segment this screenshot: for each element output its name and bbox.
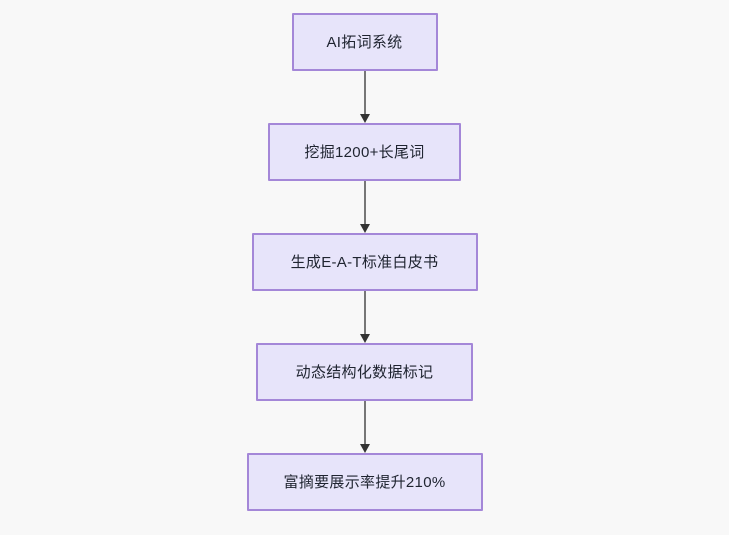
arrow-down-icon xyxy=(359,334,370,343)
connector-line xyxy=(363,181,366,225)
arrow-down-icon xyxy=(359,114,370,123)
flow-node-ai-keyword-system[interactable]: AI拓词系统 xyxy=(291,13,438,71)
flow-node-rich-snippet-result[interactable]: 富摘要展示率提升210% xyxy=(246,453,483,511)
flow-node-label: AI拓词系统 xyxy=(326,33,403,51)
arrow-down-icon xyxy=(359,224,370,233)
connector-line xyxy=(363,71,366,115)
flow-connector-1 xyxy=(358,71,372,123)
connector-line xyxy=(363,401,366,445)
connector-line xyxy=(363,291,366,335)
flow-connector-2 xyxy=(358,181,372,233)
flow-node-label: 挖掘1200+长尾词 xyxy=(304,143,425,161)
arrow-down-icon xyxy=(359,444,370,453)
flow-node-label: 富摘要展示率提升210% xyxy=(283,473,446,491)
flow-node-structured-data-markup[interactable]: 动态结构化数据标记 xyxy=(256,343,473,401)
flow-node-eat-whitepaper[interactable]: 生成E-A-T标准白皮书 xyxy=(251,233,478,291)
flow-node-label: 动态结构化数据标记 xyxy=(295,363,434,381)
flow-node-longtail-keywords[interactable]: 挖掘1200+长尾词 xyxy=(268,123,461,181)
flow-node-label: 生成E-A-T标准白皮书 xyxy=(290,253,439,271)
flow-connector-3 xyxy=(358,291,372,343)
flow-connector-4 xyxy=(358,401,372,453)
